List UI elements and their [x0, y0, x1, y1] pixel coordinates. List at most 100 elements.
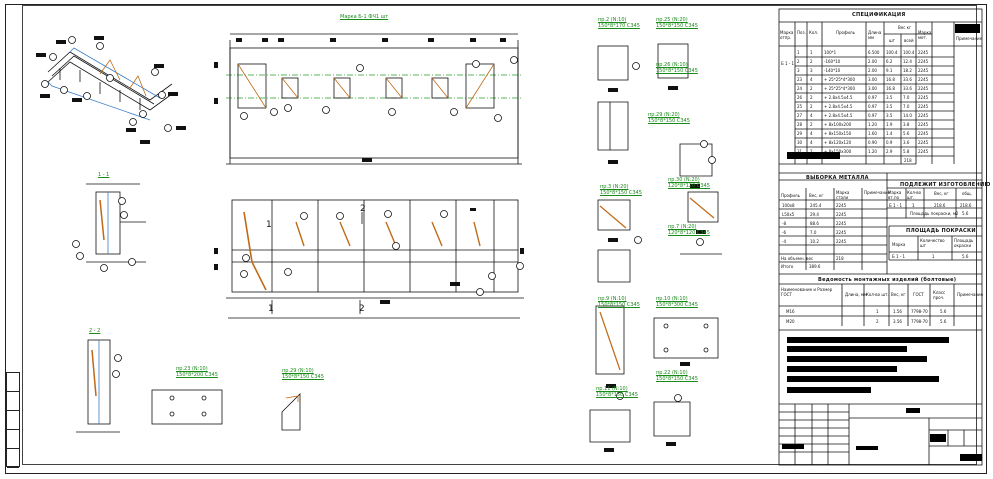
paint-header-qty: Количество шт [920, 238, 945, 248]
spec-header-pos: Поз. [797, 30, 806, 35]
spec-cell: 1.9 [886, 122, 893, 127]
elevation-callouts [240, 210, 524, 296]
spec-cell: 2 [810, 59, 813, 64]
spec-cell: 33.6 [903, 77, 912, 82]
bolt-row-2-name: М20 [786, 319, 795, 324]
bolt-header-gost: ГОСТ [913, 292, 924, 297]
spec-cell: 2 [810, 86, 813, 91]
spec-cell: 3.8 [903, 122, 910, 127]
bolt-row-2-gost: 7798-70 [911, 319, 928, 324]
steel-header-note: Примечание [864, 190, 891, 195]
spec-cell: 2 [797, 59, 800, 64]
make-header-weight: Вес, кг [934, 191, 949, 196]
title-block-fills [782, 24, 982, 461]
steel-cell: 29.4 [810, 212, 819, 217]
bolt-row-2-class: 5.6 [940, 319, 947, 324]
steel-cell: 2245 [836, 239, 847, 244]
spec-cell: 0.97 [868, 95, 877, 100]
spec-cell: + 8x150x300 [824, 149, 852, 154]
spec-cell: 6.2 [886, 59, 893, 64]
make-sub-value: 5.6 [962, 211, 969, 216]
plan-view [226, 33, 522, 165]
isometric-tags [36, 36, 186, 144]
spec-cell: 100.4 [886, 50, 898, 55]
make-header-mark: Марка вт.по [888, 190, 902, 200]
steel-cell: 100x8 [782, 203, 795, 208]
detail-accents [599, 197, 715, 371]
spec-cell: 3 [797, 68, 800, 73]
spec-cell: 1.20 [868, 122, 877, 127]
spec-cell: 2245 [918, 149, 929, 154]
bolt-row-1-qty: 1 [876, 309, 879, 314]
spec-header-profile: Профиль [836, 30, 855, 35]
spec-cell: 1 [810, 50, 813, 55]
spec-cell: 14.0 [903, 113, 912, 118]
bottom-plates [151, 389, 301, 431]
steel-header-grade: Марка стали [836, 190, 850, 200]
spec-cell: 3 [810, 68, 813, 73]
elevation-view [226, 199, 524, 319]
spec-cell: 2245 [918, 59, 929, 64]
make-row-qty: 1 [912, 203, 915, 208]
spec-cell: 33.6 [903, 86, 912, 91]
plate-label: пр.30 (N:20)120*8*120 C345 [668, 177, 710, 189]
paint-row-area: 5.6 [962, 254, 969, 259]
spec-cell: 2245 [918, 113, 929, 118]
make-row-weight: 218.6 [934, 203, 946, 208]
spec-cell: 16.8 [886, 86, 895, 91]
section-2-view [76, 339, 120, 433]
isometric-view [47, 47, 173, 121]
spec-header-steel: Марка мет. [918, 30, 932, 40]
make-header-qty: Кол-во шт. [907, 190, 922, 200]
spec-cell: 0.9 [886, 140, 893, 145]
steel-cell: 7.0 [810, 230, 817, 235]
steel-sum-value: 389.6 [809, 264, 821, 269]
spec-cell: 1.60 [868, 131, 877, 136]
paint-table-title: ПЛОЩАДЬ ПОКРАСКИ [906, 228, 976, 234]
cut-mark-1-bottom: 1 [268, 304, 274, 314]
spec-cell: 31 [797, 149, 803, 154]
spec-cell: 24 [797, 86, 803, 91]
notes-redacted-3 [787, 356, 927, 362]
bolt-header-class: Класс проч. [933, 290, 946, 300]
steel-cell: -8 [782, 221, 786, 226]
plate-label: пр.25 (N:20)150*8*150 C345 [656, 17, 698, 29]
spec-cell: + 2.8x4.5x4.5 [824, 95, 853, 100]
section-1-title: 1 - 1 [98, 172, 110, 178]
spec-header-mark: Марка отпр. [780, 30, 794, 40]
spec-cell: 2245 [918, 140, 929, 145]
bolt-header-length: Длина, мм [845, 292, 867, 297]
spec-cell: 2 [810, 122, 813, 127]
spec-header-qty: Кол. [809, 30, 819, 35]
steel-header-weight: Вес, кг [809, 193, 824, 198]
plate-label: пр.29 (N:10)150*8*150 C345 [282, 368, 324, 380]
detail-views [589, 43, 722, 443]
isometric-callouts [41, 36, 172, 132]
bolt-header-note: Примечание [957, 292, 984, 297]
notes-redacted-2 [787, 346, 907, 352]
bolt-row-2-qty: 2 [876, 319, 879, 324]
paint-row-mark: Б 1 - 1 [892, 254, 906, 259]
notes-redacted-1 [787, 337, 949, 343]
spec-cell: 28 [797, 122, 803, 127]
steel-cell: 88.6 [810, 221, 819, 226]
spec-cell: 9.1 [886, 68, 893, 73]
spec-cell: 3.6 [903, 140, 910, 145]
spec-cell: 2245 [918, 86, 929, 91]
make-sub-label: Площадь покраски, м2 [910, 211, 959, 216]
plan-callouts [240, 56, 518, 122]
bolt-row-1-weight: 1.56 [893, 309, 902, 314]
spec-cell: 2.00 [868, 59, 877, 64]
spec-cell: 2245 [918, 68, 929, 73]
spec-header-weight-all: всей [904, 38, 914, 43]
notes-redacted-4 [787, 366, 897, 372]
spec-header-weight-each: шт [889, 38, 895, 43]
spec-cell: 0.97 [868, 113, 877, 118]
steel-cell: 2245 [836, 203, 847, 208]
paint-header-area: Площадь окраски [954, 238, 974, 248]
spec-cell: 4 [810, 113, 813, 118]
spec-cell: 7.0 [903, 104, 910, 109]
spec-cell: 12.4 [903, 59, 912, 64]
spec-mark: Б 1 - 1 [781, 61, 795, 66]
